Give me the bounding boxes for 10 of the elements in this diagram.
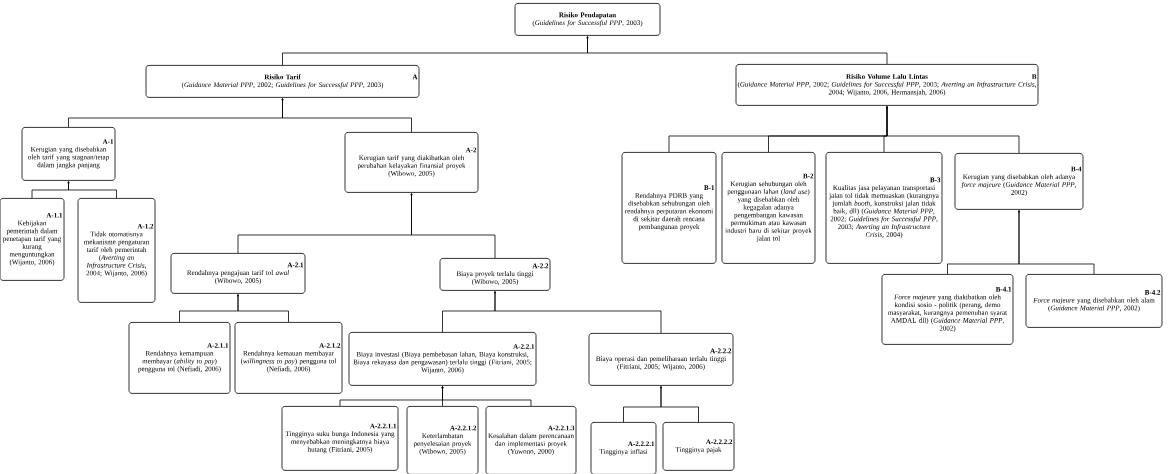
- connector-arrow: [410, 193, 496, 259]
- connector-arrow: [237, 294, 289, 323]
- connector-arrow: [494, 291, 662, 334]
- connector-arrow: [660, 386, 699, 423]
- connector-arrow: [1018, 210, 1095, 275]
- connector-arrow: [886, 106, 1020, 154]
- connector-arrow: [441, 386, 532, 407]
- connector-arrow: [281, 98, 412, 133]
- connector-arrow: [67, 181, 117, 199]
- connector-arrow: [586, 36, 888, 65]
